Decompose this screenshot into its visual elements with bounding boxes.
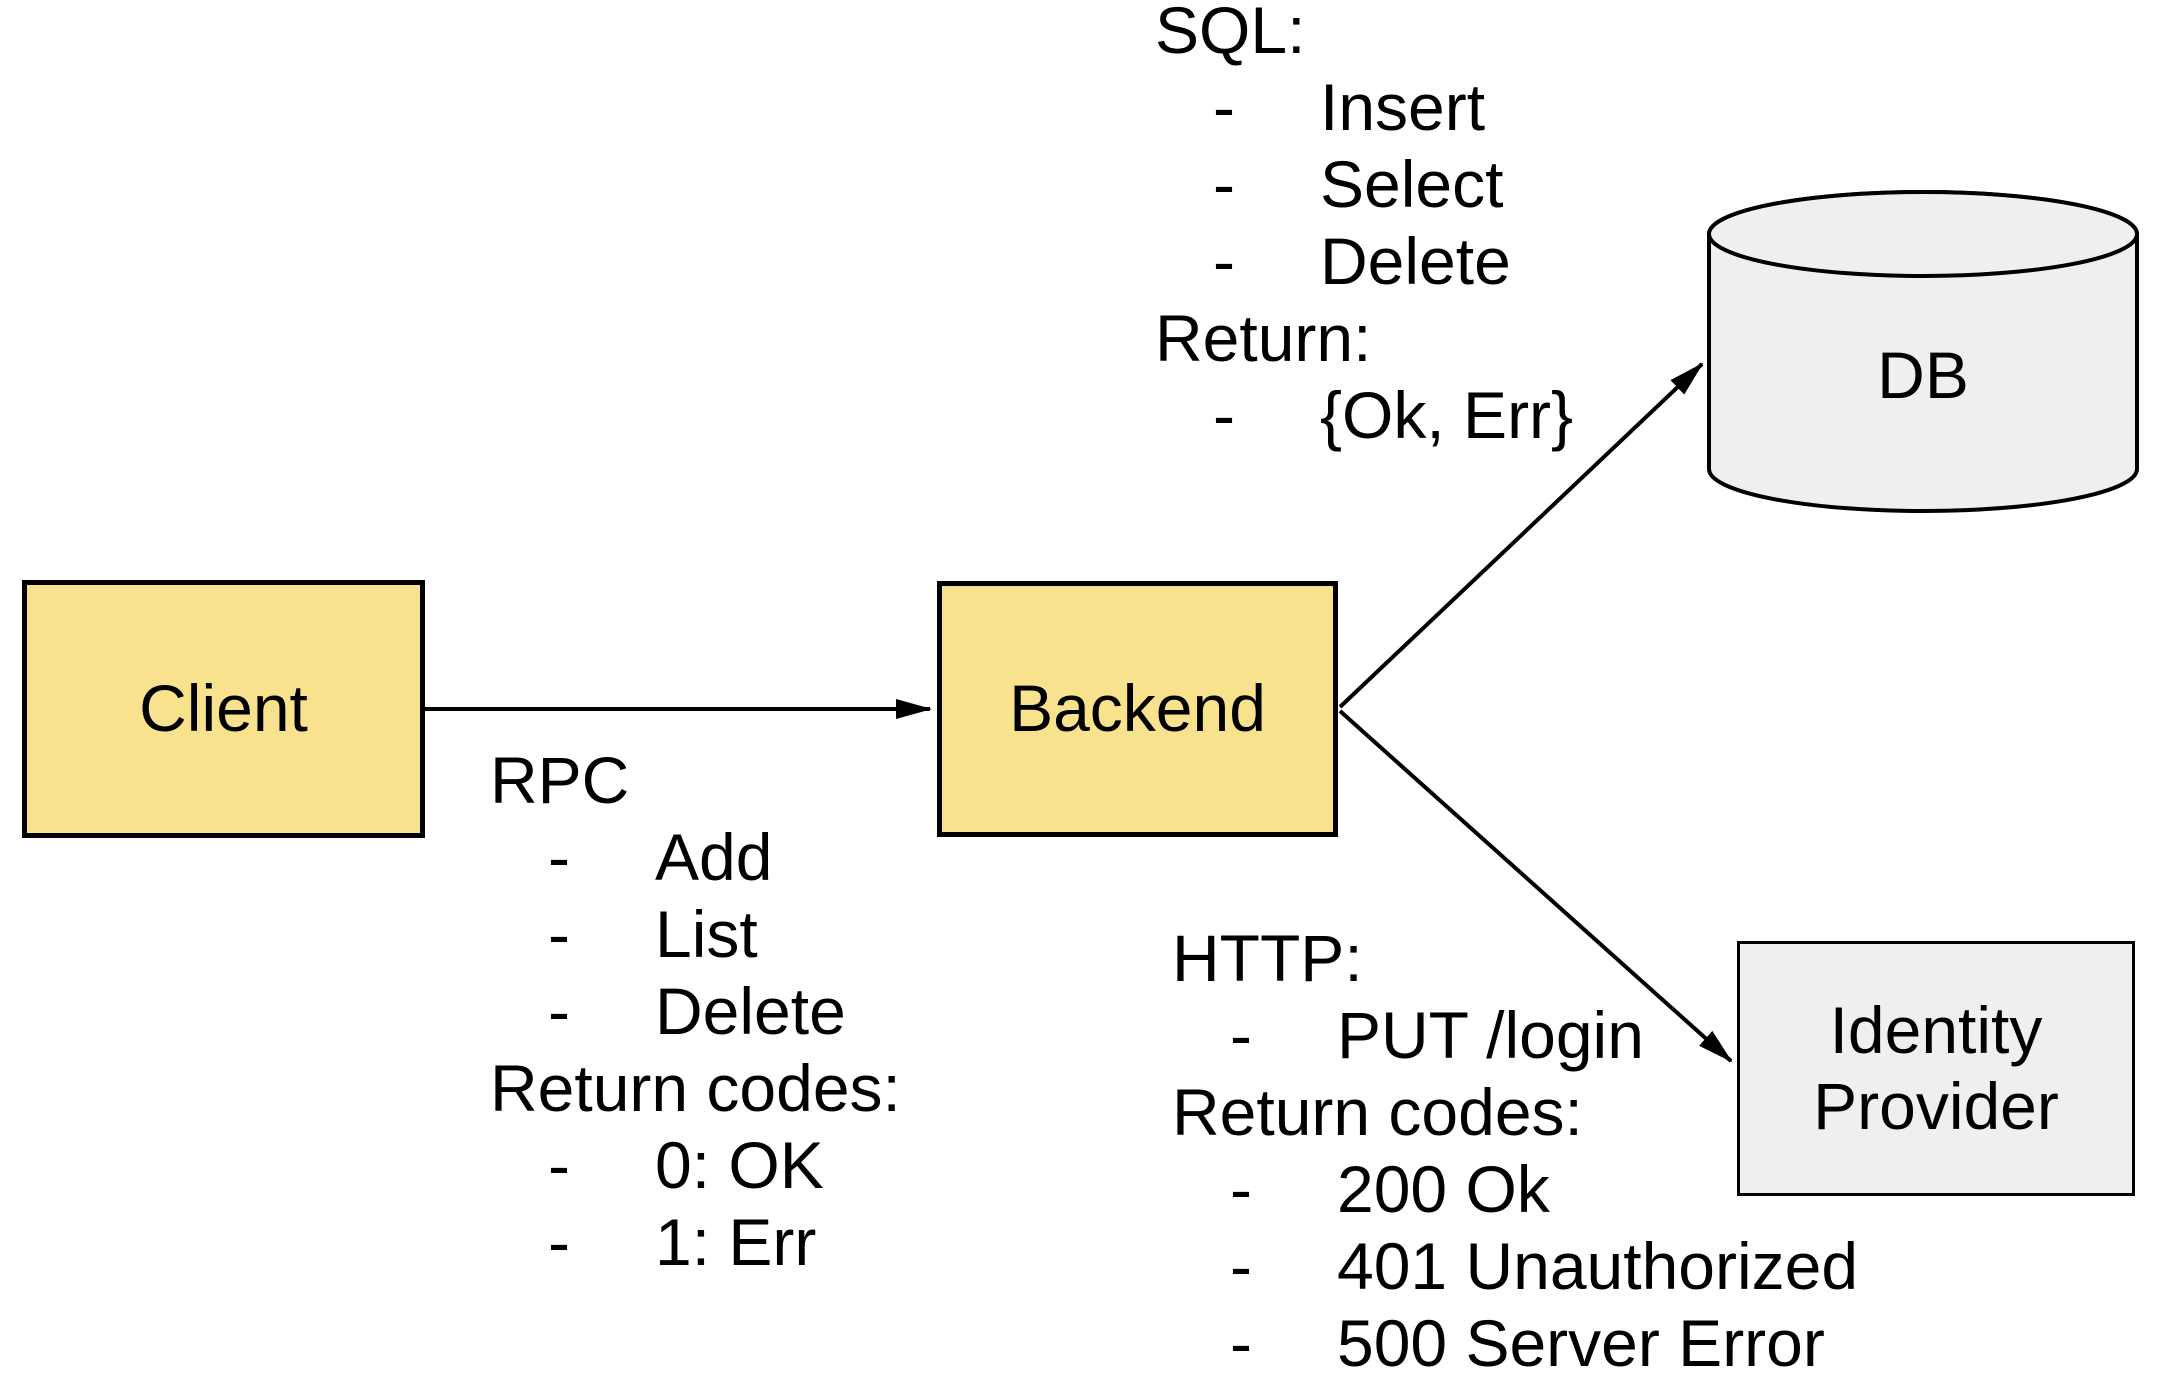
node-identity-provider[interactable]: Identity Provider (1737, 941, 2135, 1196)
bullet-dash: - (548, 1205, 570, 1279)
rpc-return-title: Return codes: (490, 1051, 901, 1125)
node-client-label: Client (139, 671, 308, 746)
rpc-item: -Delete (548, 974, 846, 1048)
rpc-item: -Add (548, 820, 773, 894)
bullet-dash: - (1213, 147, 1235, 221)
annotation-http: HTTP: -PUT /login Return codes: -200 Ok … (1172, 920, 1858, 1382)
node-backend[interactable]: Backend (937, 581, 1338, 837)
bullet-dash: - (1230, 998, 1252, 1072)
http-return-item: -200 Ok (1230, 1152, 1550, 1226)
sql-return-item: -{Ok, Err} (1213, 378, 1574, 452)
sql-item: -Insert (1213, 70, 1486, 144)
arrow-backend-to-idp (1338, 709, 1733, 1063)
node-backend-label: Backend (1009, 671, 1266, 746)
arrow-backend-to-db (1338, 362, 1704, 709)
bullet-dash: - (1213, 70, 1235, 144)
sql-return-title: Return: (1155, 301, 1372, 375)
bullet-dash: - (548, 897, 570, 971)
http-item: -PUT /login (1230, 998, 1644, 1072)
node-db-label: DB (1877, 338, 1969, 412)
bullet-dash: - (1230, 1152, 1252, 1226)
bullet-dash: - (1230, 1306, 1252, 1380)
bullet-dash: - (548, 820, 570, 894)
http-title: HTTP: (1172, 921, 1363, 995)
bullet-dash: - (548, 1128, 570, 1202)
sql-title: SQL: (1155, 0, 1306, 67)
rpc-title: RPC (490, 743, 630, 817)
db-cylinder-top (1707, 190, 2139, 278)
annotation-sql: SQL: -Insert -Select -Delete Return: -{O… (1155, 0, 1573, 454)
sql-item: -Delete (1213, 224, 1511, 298)
rpc-return-item: -0: OK (548, 1128, 824, 1202)
node-client[interactable]: Client (22, 580, 425, 838)
bullet-dash: - (1230, 1229, 1252, 1303)
sql-item: -Select (1213, 147, 1504, 221)
annotation-rpc: RPC -Add -List -Delete Return codes: -0:… (490, 742, 901, 1281)
http-return-item: -401 Unauthorized (1230, 1229, 1859, 1303)
http-return-item: -500 Server Error (1230, 1306, 1825, 1380)
bullet-dash: - (548, 974, 570, 1048)
node-identity-provider-label: Identity Provider (1813, 992, 2059, 1143)
bullet-dash: - (1213, 378, 1235, 452)
http-return-title: Return codes: (1172, 1075, 1583, 1149)
rpc-item: -List (548, 897, 758, 971)
rpc-return-item: -1: Err (548, 1205, 817, 1279)
db-cylinder[interactable] (1707, 190, 2139, 513)
bullet-dash: - (1213, 224, 1235, 298)
